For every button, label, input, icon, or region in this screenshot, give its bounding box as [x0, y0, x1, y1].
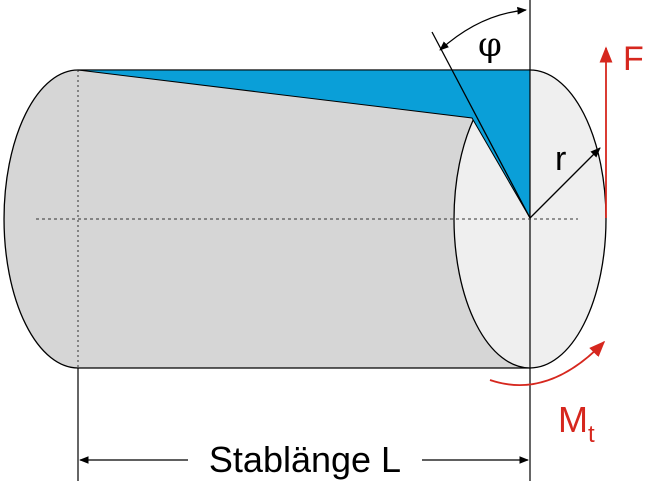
torque-label-main: M — [558, 399, 588, 440]
angle-label: φ — [478, 25, 502, 65]
length-label: Stablänge L — [209, 439, 401, 480]
radius-label: r — [555, 140, 566, 178]
radius-arrow — [529, 147, 601, 219]
torque-label-sub: t — [588, 421, 595, 448]
twist-line — [431, 31, 531, 219]
angle-arc — [439, 6, 527, 51]
torque-label: Mt — [558, 399, 595, 448]
cylinder-body — [3, 69, 531, 369]
force-label: F — [623, 40, 644, 78]
torque-arrow — [489, 340, 606, 387]
